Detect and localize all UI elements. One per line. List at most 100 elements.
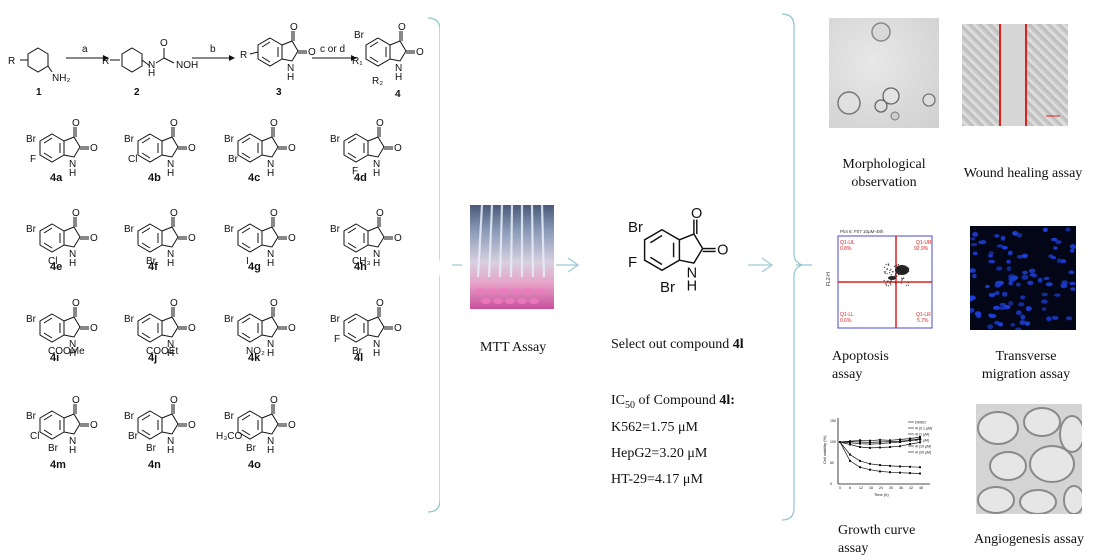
flow-dot (899, 265, 901, 267)
compound-label-4k: 4k (248, 352, 261, 364)
growth-legend-label: 4l (0.1 μM) (915, 426, 932, 430)
ic50-prefix: IC (611, 393, 625, 408)
synthesis-panel: O O N H R NH₂ a R H N O NOH (8, 17, 440, 513)
nucleus (1016, 232, 1022, 238)
svg-text:COOMe: COOMe (48, 346, 85, 357)
growth-point (899, 445, 901, 448)
growth-point (909, 437, 911, 440)
nucleus (1066, 316, 1073, 321)
nucleus (1001, 291, 1008, 297)
compound-4-structure: Br R₁ R₂ (352, 21, 425, 87)
select-compound-id: 4l (732, 337, 744, 352)
flow-dot (887, 285, 889, 287)
flow-dot (895, 272, 897, 274)
nucleus (1043, 276, 1050, 281)
caption-wound: Wound healing assay (963, 166, 1083, 181)
svg-text:NO₂: NO₂ (246, 346, 265, 357)
growth-point (899, 471, 901, 474)
flow-dot (906, 269, 908, 271)
svg-text:Br: Br (330, 224, 341, 235)
caption-growth-line2: assay (838, 541, 869, 556)
growth-ytick: 50 (830, 461, 834, 465)
growth-point (909, 443, 911, 446)
svg-text:Cl: Cl (128, 154, 137, 165)
growth-point (889, 440, 891, 443)
nucleus (996, 266, 1003, 271)
growth-xtick: 48 (919, 486, 923, 490)
compound-label-4c: 4c (248, 172, 261, 184)
svg-text:Br: Br (146, 256, 157, 267)
svg-text:Br: Br (26, 224, 37, 235)
flow-dot (896, 264, 898, 266)
ic50-sub: 50 (625, 399, 635, 411)
nucleus (988, 292, 996, 298)
q-ll: Q1-LL (840, 312, 854, 318)
nucleus (985, 284, 990, 289)
nucleus (1041, 299, 1048, 304)
derivative-grid: BrFBrClBrBrBrFBrClBrBrBrIBrCH₃BrCOOMeBrC… (26, 117, 403, 457)
growth-point (889, 441, 891, 444)
flow-dot (908, 267, 910, 269)
growth-xlabel: Time (h) (874, 492, 889, 497)
flow-dot (907, 282, 909, 284)
growth-point (889, 439, 891, 442)
angiogenesis-image (976, 404, 1082, 514)
nucleus (1056, 258, 1062, 264)
svg-text:R: R (240, 50, 247, 61)
nucleus (999, 302, 1007, 307)
mtt-assay-image (470, 205, 554, 309)
svg-text:I: I (246, 256, 249, 267)
flow-dot (905, 284, 907, 286)
growth-legend-label: 4l (10 μM) (915, 444, 931, 448)
nucleus (1015, 327, 1022, 330)
compound-label-4h: 4h (354, 261, 367, 273)
svg-text:R₂: R₂ (372, 76, 383, 87)
nucleus (994, 282, 1002, 288)
wound-healing-image (962, 24, 1068, 126)
caption-growth-line1: Growth curve (838, 523, 916, 538)
flow-dot (897, 263, 899, 266)
ic50-k562: K562=1.75 μM (611, 420, 698, 435)
mtt-label: MTT Assay (480, 340, 547, 355)
q-ul: Q1-UL (840, 240, 855, 246)
growth-xtick: 24 (879, 486, 883, 490)
ic50-hepg2: HepG2=3.20 μM (611, 446, 708, 461)
growth-point (869, 443, 871, 446)
flow-dot (907, 284, 909, 286)
nucleus (1051, 237, 1058, 242)
growth-point (919, 472, 921, 475)
nucleus (976, 313, 982, 319)
select-compound-text: Select out compound 4l (611, 337, 744, 353)
svg-text:Br: Br (660, 279, 675, 296)
step-a-label: a (82, 44, 88, 55)
svg-text:R: R (102, 56, 109, 67)
cmpd-num-3: 3 (276, 87, 282, 98)
nucleus (970, 307, 975, 313)
nucleus (1053, 246, 1058, 250)
nucleus (1069, 281, 1076, 286)
nucleus (1070, 287, 1076, 291)
compound-1-structure: R NH₂ (8, 47, 70, 84)
flow-dot (893, 265, 896, 267)
growth-ytick: 0 (830, 482, 832, 486)
nucleus (1028, 268, 1036, 274)
compound-label-4f: 4f (148, 261, 158, 273)
flow-dot (895, 268, 897, 270)
nucleus (1027, 280, 1034, 285)
q-ul-val: 0.8% (840, 246, 852, 252)
nucleus (970, 295, 976, 301)
nucleus (988, 251, 994, 255)
nucleus (1022, 270, 1028, 275)
nucleus (1041, 292, 1048, 297)
nucleus (987, 324, 994, 330)
growth-point (849, 441, 851, 444)
svg-text:Br: Br (246, 443, 257, 454)
nucleus (1021, 274, 1029, 280)
compound-label-4b: 4b (148, 172, 161, 184)
flow-dot (895, 282, 897, 284)
caption-angiogenesis: Angiogenesis assay (973, 532, 1085, 547)
nucleus (972, 251, 978, 256)
